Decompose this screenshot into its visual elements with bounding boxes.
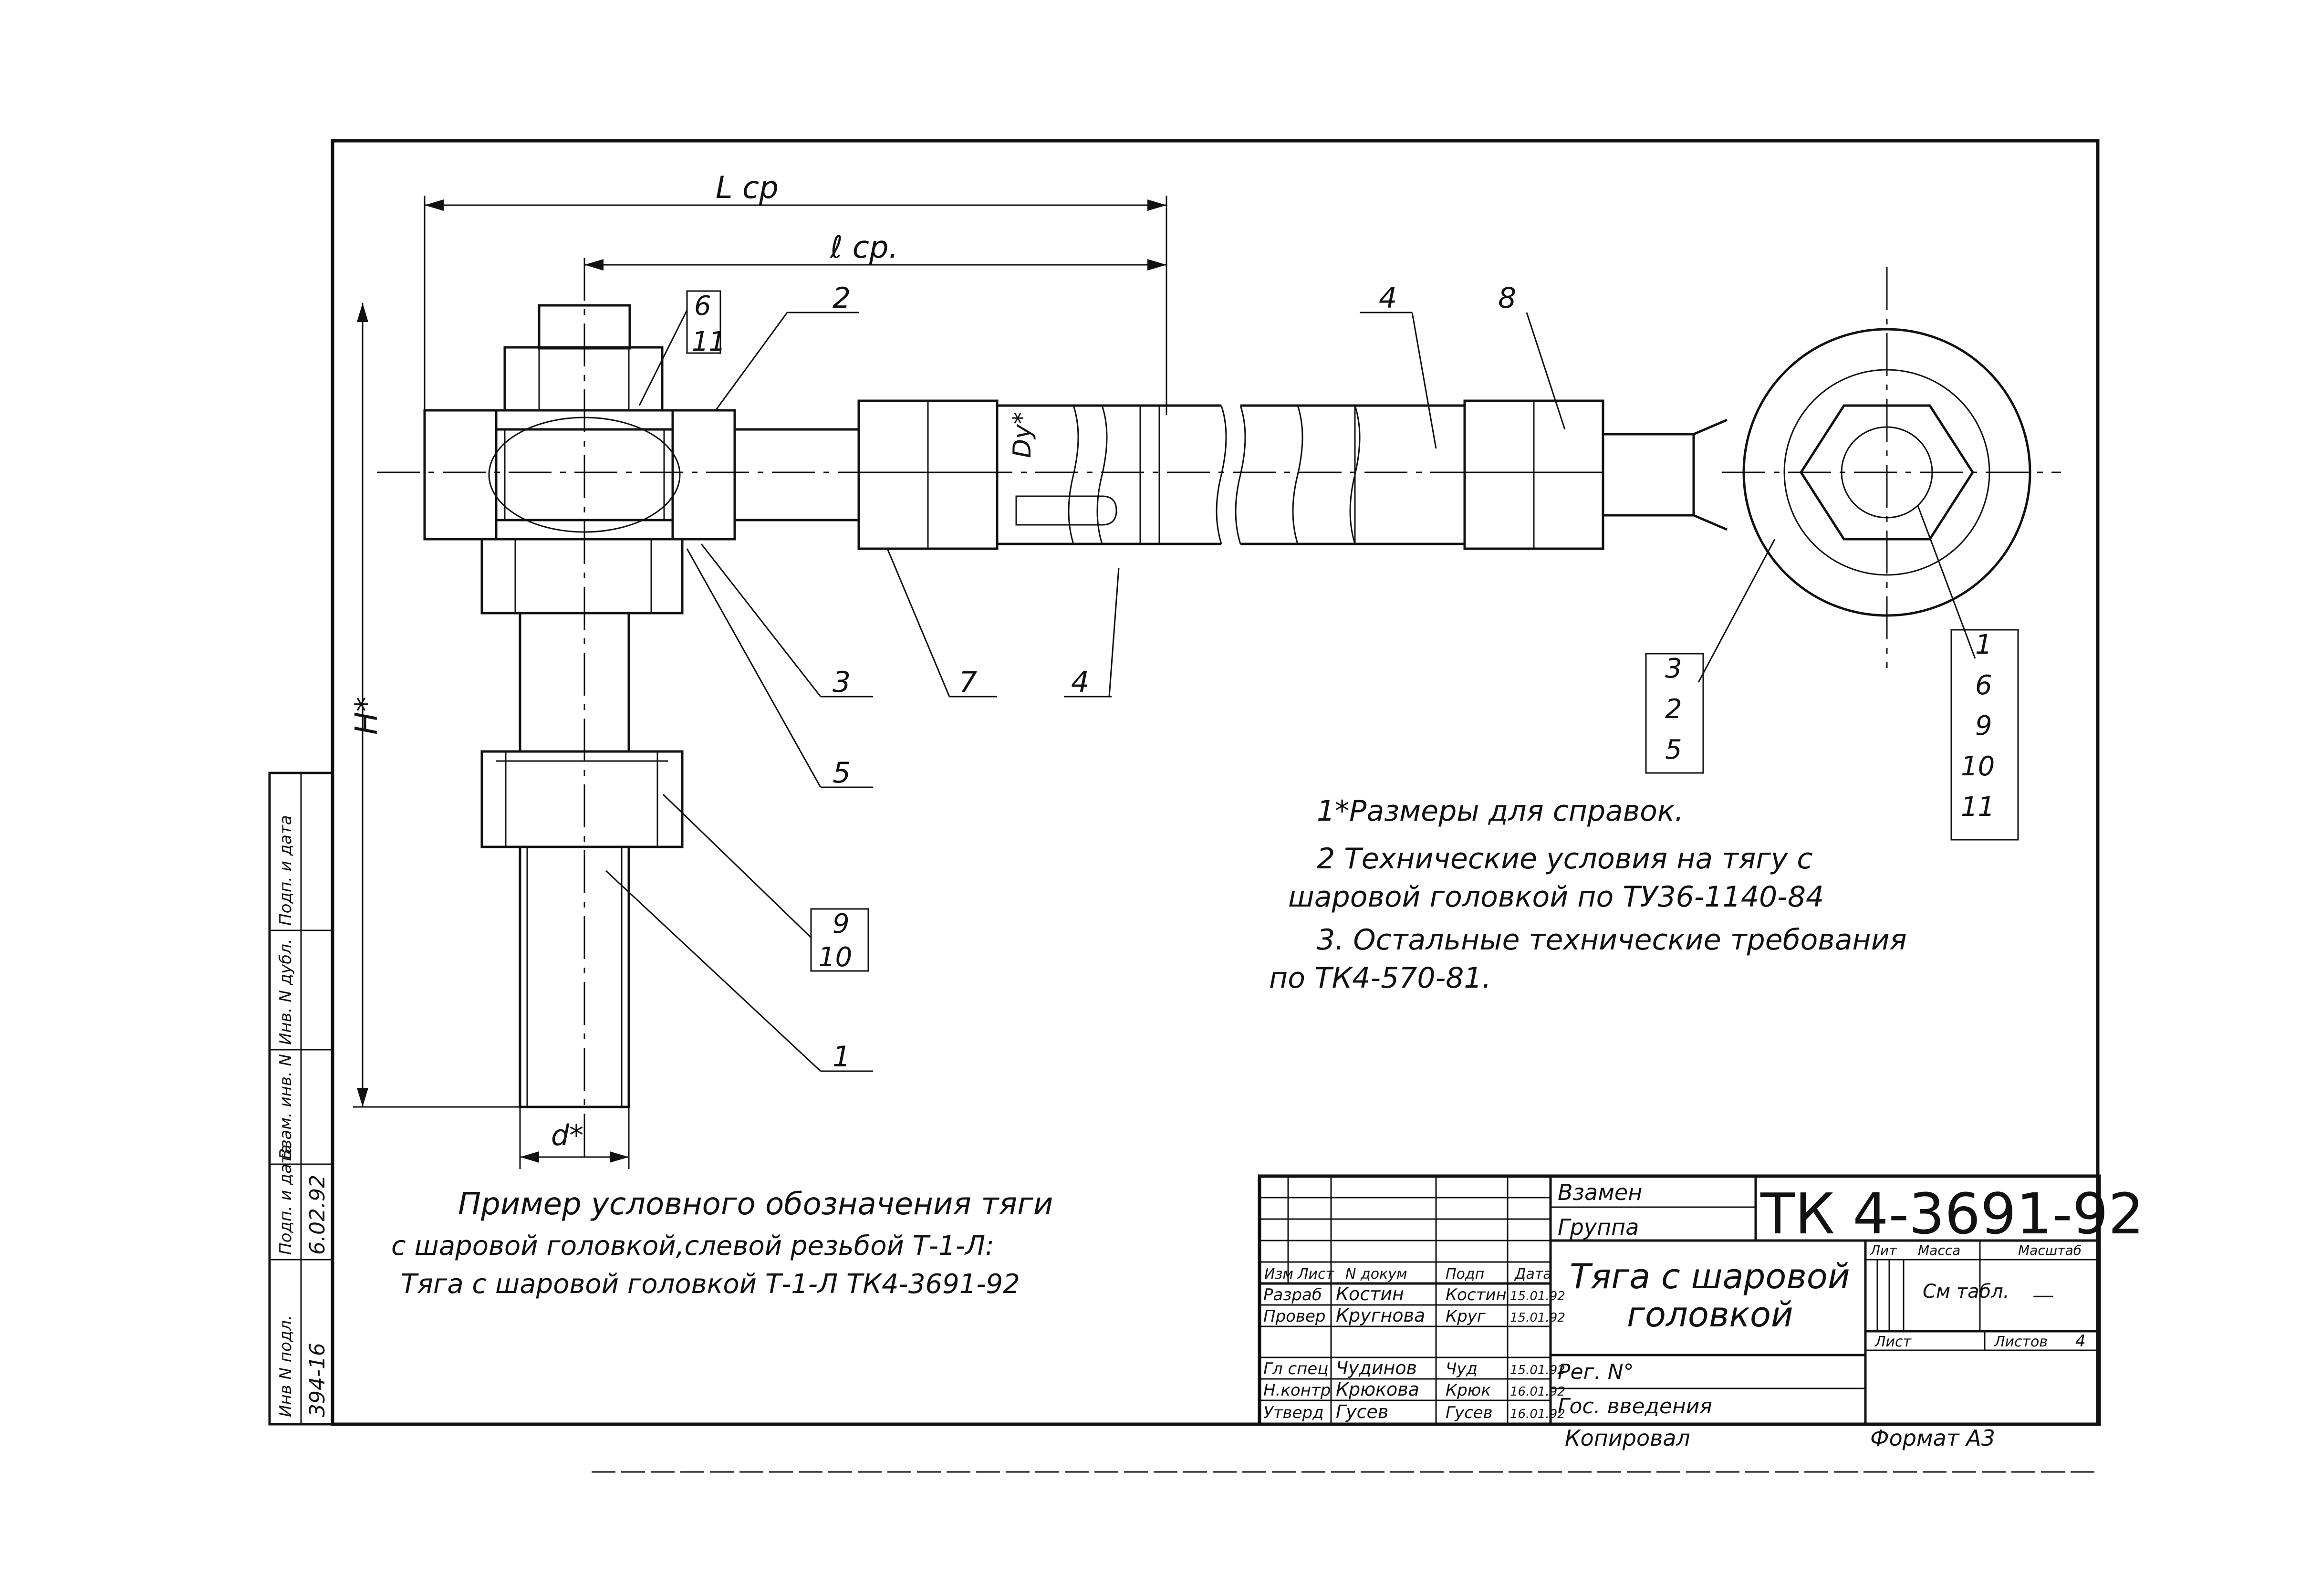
callout-eye-10: 10: [1961, 751, 1995, 782]
tb-copied: Копировал: [1565, 1425, 1690, 1451]
stamp-label-1: Подп. и дата: [276, 1144, 295, 1255]
dim-l-cp-label: ℓ ср.: [830, 230, 898, 265]
tb-name-4: Гусев: [1336, 1401, 1388, 1422]
note-line-3: шаровой головкой по ТУ36-1140-84: [1288, 880, 1824, 914]
tb-name-2: Чудинов: [1336, 1357, 1417, 1378]
tb-sign-1: Круг: [1446, 1307, 1486, 1326]
stamp-label-2: Взам. инв. N: [276, 1054, 295, 1159]
tb-role-3: Н.контр: [1263, 1381, 1331, 1400]
technical-notes: 1*Размеры для справок. 2 Технические усл…: [1269, 794, 1907, 995]
stamp-label-3: Инв. N дубл.: [276, 939, 295, 1045]
stamp-value-date: 6.02.92: [305, 1175, 330, 1255]
callout-2: 2: [833, 282, 851, 315]
callout-8: 8: [1498, 282, 1516, 315]
note-line-2: 2 Технические условия на тягу с: [1317, 842, 1812, 876]
callout-9: 9: [833, 908, 850, 939]
callout-1: 1: [833, 1040, 851, 1074]
callout-eye-6: 6: [1975, 670, 1992, 701]
callout-eye-9: 9: [1975, 710, 1992, 741]
tb-format: Формат А3: [1870, 1425, 1995, 1451]
callout-eye-3: 3: [1665, 653, 1682, 684]
tb-sheets-label: Листов: [1994, 1334, 2048, 1350]
tb-date-1: 15.01.92: [1510, 1311, 1565, 1325]
callout-5: 5: [833, 756, 851, 790]
tb-inventory: Гос. введения: [1558, 1394, 1712, 1419]
tb-sheets-value: 4: [2075, 1332, 2086, 1351]
note-line-1: 1*Размеры для справок.: [1317, 794, 1684, 828]
tb-mass-value: См табл.: [1923, 1281, 2009, 1303]
callout-4-top: 4: [1379, 282, 1397, 315]
tb-mass-label: Масса: [1918, 1242, 1960, 1258]
tb-reg-no: Рег. N°: [1558, 1360, 1634, 1384]
tb-date-0: 15.01.92: [1510, 1289, 1565, 1304]
title-block: Изм Лист N докум Подп Дата Разраб Костин…: [1258, 1174, 2144, 1451]
tb-date-3: 16.01.92: [1510, 1385, 1565, 1399]
stamp-label-4: Подп. и дата: [276, 815, 295, 926]
callout-7: 7: [959, 666, 977, 699]
tb-sign-2: Чуд: [1446, 1359, 1478, 1378]
dim-d-label: d*: [551, 1119, 583, 1152]
tb-gruppa: Группа: [1558, 1214, 1639, 1240]
tb-date-2: 15.01.92: [1510, 1363, 1565, 1377]
tb-header-izm: Изм: [1264, 1266, 1293, 1283]
side-stamp: Инв N подл. Подп. и дата Взам. инв. N Ин…: [268, 772, 334, 1426]
stamp-value-inv: 394-16: [305, 1343, 330, 1417]
callout-eye-5: 5: [1665, 734, 1682, 765]
callout-6: 6: [694, 291, 711, 322]
dimension-d: d*: [519, 1107, 630, 1169]
callout-10: 10: [818, 942, 852, 973]
rod-assembly: Dy*: [733, 399, 1728, 550]
tb-date-4: 16.01.92: [1510, 1407, 1565, 1421]
dim-H-label: H*: [349, 697, 385, 735]
tb-role-4: Утверд: [1263, 1403, 1324, 1422]
tb-designation: ТК 4-3691-92: [1760, 1181, 2144, 1247]
note-line-4: 3. Остальные технические требования: [1317, 923, 1907, 957]
callout-3: 3: [833, 666, 851, 699]
tb-scale-value: —: [2032, 1282, 2054, 1308]
tb-sheet-label: Лист: [1874, 1334, 1912, 1350]
tb-header-data: Дата: [1514, 1266, 1552, 1283]
callout-11: 11: [692, 326, 726, 357]
tb-name-line1: Тяга с шаровой: [1570, 1256, 1850, 1296]
callout-eye-2: 2: [1665, 694, 1682, 725]
tb-vzamen: Взамен: [1558, 1179, 1642, 1205]
tb-header-ndoc: N докум: [1345, 1266, 1407, 1283]
callouts: 6 11 2 4 8 3 7 4 5 9 10 1: [605, 282, 2019, 1074]
dimension-l-cp: ℓ ср.: [584, 230, 1166, 271]
tb-role-1: Провер: [1263, 1307, 1326, 1326]
tb-sign-3: Крюк: [1446, 1381, 1491, 1400]
tb-header-list: Лист: [1297, 1266, 1335, 1283]
example-line-2: с шаровой головкой,слевой резьбой Т-1-Л:: [391, 1231, 994, 1262]
tb-name-0: Костин: [1336, 1283, 1404, 1304]
callout-eye-11: 11: [1961, 792, 1995, 823]
tb-scale-label: Масштаб: [2018, 1242, 2082, 1258]
example-designation: Пример условного обозначения тяги с шаро…: [391, 1187, 1053, 1300]
example-line-1: Пример условного обозначения тяги: [458, 1187, 1053, 1222]
tb-sign-0: Костин: [1446, 1285, 1507, 1304]
tb-role-0: Разраб: [1263, 1285, 1322, 1304]
dim-L-cp-label: L ср: [716, 170, 779, 206]
housing-right-section: [671, 409, 736, 541]
tb-name-1: Кругнова: [1336, 1305, 1425, 1326]
housing-left-section: [423, 409, 498, 541]
dimension-L-cp: L ср: [424, 170, 1167, 415]
tb-role-2: Гл спец: [1263, 1359, 1328, 1378]
callout-eye-1: 1: [1975, 629, 1992, 660]
tb-header-podp: Подп: [1446, 1266, 1484, 1283]
callout-4-bottom: 4: [1071, 666, 1089, 699]
tb-lit-label: Лит: [1870, 1242, 1897, 1258]
tb-name-line2: головкой: [1627, 1294, 1793, 1335]
stamp-label-0: Инв N подл.: [276, 1315, 295, 1417]
tb-name-3: Крюкова: [1336, 1379, 1419, 1400]
dimension-H: H*: [349, 303, 520, 1108]
example-line-3: Тяга с шаровой головкой Т-1-Л ТК4-3691-9…: [401, 1269, 1020, 1300]
dim-Dy-label: Dy*: [1008, 412, 1037, 458]
tb-sign-4: Гусев: [1446, 1403, 1493, 1422]
note-line-5: по ТК4-570-81.: [1269, 961, 1491, 995]
ball-head-assembly: [423, 304, 736, 1108]
